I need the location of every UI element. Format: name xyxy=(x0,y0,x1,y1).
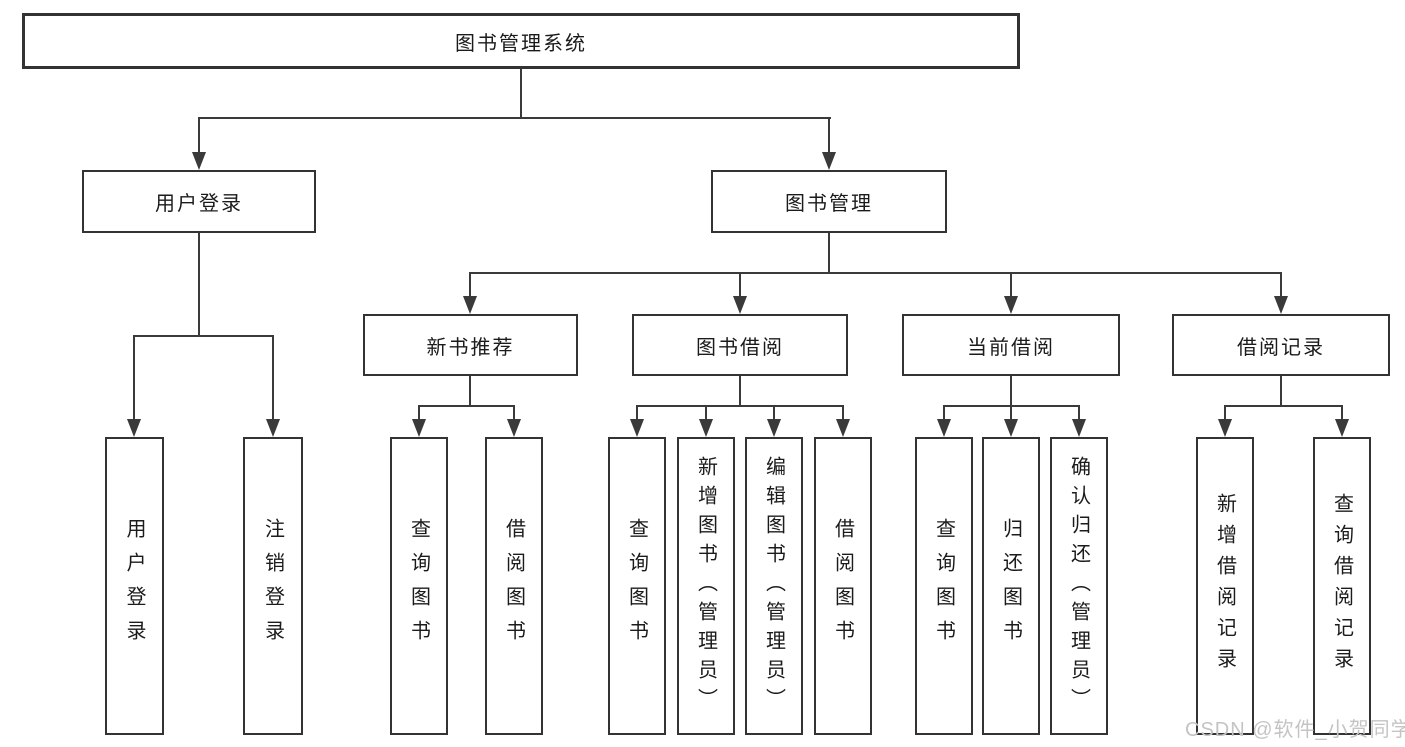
leaf-label: 借阅图书 xyxy=(831,518,854,654)
leaf-add-book-admin: 新增图书（管理员） xyxy=(677,437,735,735)
arrowhead-down-icon xyxy=(463,296,477,314)
connector-line xyxy=(133,335,273,337)
arrowhead-down-icon xyxy=(507,419,521,437)
connector-line xyxy=(828,233,830,273)
leaf-label: 确认归还（管理员） xyxy=(1067,455,1090,717)
connector-line xyxy=(418,405,420,421)
node-borrowing-records: 借阅记录 xyxy=(1172,314,1390,376)
node-label: 新书推荐 xyxy=(426,336,515,359)
leaf-label: 查询借阅记录 xyxy=(1330,493,1353,679)
leaf-confirm-return-admin: 确认归还（管理员） xyxy=(1050,437,1108,735)
connector-line xyxy=(943,405,945,421)
connector-line xyxy=(469,376,471,406)
arrowhead-down-icon xyxy=(1072,419,1086,437)
leaf-query-book-3: 查询图书 xyxy=(915,437,973,735)
connector-line xyxy=(272,335,274,421)
connector-line xyxy=(198,233,200,336)
connector-line xyxy=(636,405,844,407)
leaf-label: 新增图书（管理员） xyxy=(694,455,717,717)
node-label: 图书借阅 xyxy=(696,336,784,359)
connector-line xyxy=(828,117,830,154)
leaf-borrow-book-2: 借阅图书 xyxy=(814,437,872,735)
node-current-borrowing: 当前借阅 xyxy=(902,314,1120,376)
connector-line xyxy=(1224,405,1343,407)
connector-line xyxy=(1280,272,1282,298)
leaf-borrow-book-1: 借阅图书 xyxy=(485,437,543,735)
arrowhead-down-icon xyxy=(699,419,713,437)
leaf-add-borrow-record: 新增借阅记录 xyxy=(1196,437,1254,735)
leaf-logout: 注销登录 xyxy=(243,437,303,735)
connector-line xyxy=(469,272,1282,274)
arrowhead-down-icon xyxy=(630,419,644,437)
connector-line xyxy=(198,117,831,119)
connector-line xyxy=(705,405,707,421)
connector-line xyxy=(198,117,200,154)
arrowhead-down-icon xyxy=(733,296,747,314)
leaf-label: 查询图书 xyxy=(407,518,430,654)
leaf-label: 归还图书 xyxy=(999,518,1022,654)
connector-line xyxy=(842,405,844,421)
connector-line xyxy=(1010,376,1012,406)
arrowhead-down-icon xyxy=(767,419,781,437)
node-label: 图书管理 xyxy=(785,193,873,215)
arrowhead-down-icon xyxy=(1004,296,1018,314)
node-book-borrowing: 图书借阅 xyxy=(632,314,848,376)
node-new-book-recommend: 新书推荐 xyxy=(363,314,578,376)
node-label: 用户登录 xyxy=(155,193,243,215)
arrowhead-down-icon xyxy=(1335,419,1349,437)
node-label: 借阅记录 xyxy=(1237,336,1325,359)
leaf-label: 查询图书 xyxy=(625,518,648,654)
arrowhead-down-icon xyxy=(822,152,836,170)
node-label: 图书管理系统 xyxy=(455,32,587,55)
connector-line xyxy=(513,405,515,421)
connector-line xyxy=(739,272,741,298)
arrowhead-down-icon xyxy=(412,419,426,437)
node-label: 当前借阅 xyxy=(967,336,1055,359)
arrowhead-down-icon xyxy=(1218,419,1232,437)
leaf-label: 注销登录 xyxy=(261,518,284,654)
leaf-label: 用户登录 xyxy=(123,518,145,654)
node-user-login: 用户登录 xyxy=(82,170,316,233)
leaf-return-book: 归还图书 xyxy=(982,437,1040,735)
leaf-query-book-2: 查询图书 xyxy=(608,437,666,735)
node-book-management: 图书管理 xyxy=(711,170,947,233)
connector-line xyxy=(469,272,471,298)
arrowhead-down-icon xyxy=(1274,296,1288,314)
leaf-label: 查询图书 xyxy=(932,518,955,654)
arrowhead-down-icon xyxy=(127,419,141,437)
node-library-management-system: 图书管理系统 xyxy=(22,13,1020,69)
arrowhead-down-icon xyxy=(937,419,951,437)
arrowhead-down-icon xyxy=(266,419,280,437)
leaf-user-login: 用户登录 xyxy=(105,437,164,735)
connector-line xyxy=(739,376,741,406)
connector-line xyxy=(1280,376,1282,406)
arrowhead-down-icon xyxy=(1004,419,1018,437)
leaf-edit-book-admin: 编辑图书（管理员） xyxy=(745,437,803,735)
leaf-label: 编辑图书（管理员） xyxy=(762,455,785,717)
connector-line xyxy=(520,69,522,118)
csdn-watermark: CSDN @软件_小贺同学 xyxy=(1185,719,1405,741)
connector-line xyxy=(1341,405,1343,421)
connector-line xyxy=(1078,405,1080,421)
leaf-query-book-1: 查询图书 xyxy=(390,437,448,735)
arrowhead-down-icon xyxy=(836,419,850,437)
leaf-label: 新增借阅记录 xyxy=(1213,493,1236,679)
connector-line xyxy=(636,405,638,421)
leaf-label: 借阅图书 xyxy=(502,518,525,654)
connector-line xyxy=(418,405,515,407)
connector-line xyxy=(133,335,135,421)
connector-line xyxy=(1010,272,1012,298)
arrowhead-down-icon xyxy=(192,152,206,170)
leaf-query-borrow-record: 查询借阅记录 xyxy=(1313,437,1371,735)
connector-line xyxy=(773,405,775,421)
connector-line xyxy=(1224,405,1226,421)
connector-line xyxy=(1010,405,1012,421)
